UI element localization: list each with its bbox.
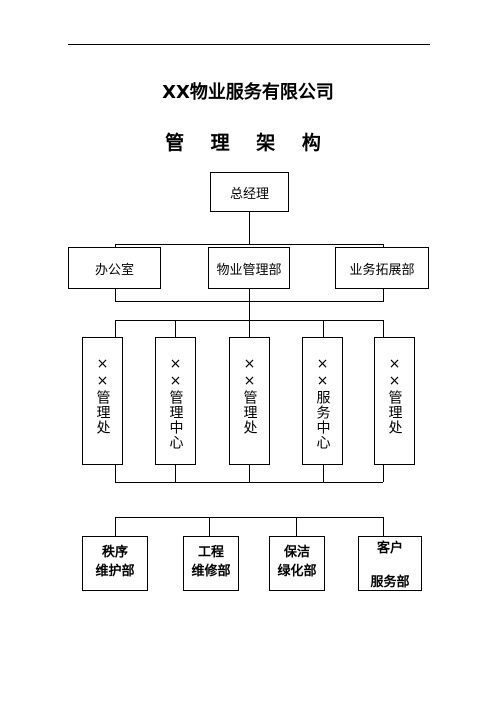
business-development-dept-label: 业务拓展部 — [349, 262, 415, 278]
connector-line — [383, 517, 384, 537]
service-center-box: ××服务中心 — [302, 337, 343, 465]
management-office-box-2: ××管理处 — [229, 337, 270, 465]
service-center-label: ××服务中心 — [314, 356, 331, 450]
connector-line — [115, 288, 116, 302]
cleaning-greening-line1: 保洁 — [283, 545, 310, 560]
connector-line — [383, 464, 384, 482]
connector-line — [249, 320, 250, 338]
engineering-maintenance-line1: 工程 — [197, 545, 224, 560]
connector-line — [115, 464, 116, 482]
cleaning-greening-dept-box: 保洁 绿化部 — [269, 536, 325, 591]
connector-line — [115, 244, 116, 248]
connector-line — [296, 517, 297, 537]
customer-service-dept-box: 客户 服务部 — [358, 536, 422, 591]
engineering-maintenance-line2: 维修部 — [191, 564, 231, 579]
cleaning-greening-line2: 绿化部 — [277, 564, 317, 579]
property-management-dept-box: 物业管理部 — [208, 247, 290, 289]
connector-line — [323, 320, 324, 338]
customer-service-line1: 客户 — [376, 541, 403, 556]
general-manager-label: 总经理 — [229, 186, 269, 202]
general-manager-box: 总经理 — [210, 172, 289, 212]
connector-line — [115, 320, 116, 338]
connector-line — [383, 320, 384, 338]
connector-line — [383, 288, 384, 302]
connector-line — [175, 464, 176, 482]
customer-service-line2: 服务部 — [370, 575, 410, 590]
property-management-dept-label: 物业管理部 — [216, 262, 282, 278]
order-maintenance-dept-box: 秩序 维护部 — [82, 536, 148, 591]
order-maintenance-line1: 秩序 — [101, 545, 128, 560]
office-box: 办公室 — [68, 247, 161, 289]
management-office-box-1: ××管理处 — [82, 337, 123, 465]
company-title: XX物业服务有限公司 — [162, 82, 334, 103]
connector-line — [115, 517, 383, 518]
connector-line — [209, 517, 210, 537]
connector-line — [249, 464, 250, 482]
connector-line — [249, 211, 250, 244]
management-center-box: ××管理中心 — [155, 337, 196, 465]
connector-line — [115, 244, 383, 245]
management-office-label-2: ××管理处 — [241, 356, 258, 435]
chart-title: 管 理 架 构 — [165, 132, 331, 154]
header-rule — [68, 44, 430, 45]
business-development-dept-box: 业务拓展部 — [335, 247, 429, 289]
connector-line — [323, 464, 324, 482]
connector-line — [115, 482, 383, 483]
connector-line — [383, 244, 384, 248]
connector-line — [175, 320, 176, 338]
management-office-label-1: ××管理处 — [94, 356, 111, 435]
management-center-label: ××管理中心 — [167, 356, 184, 450]
connector-line — [249, 288, 250, 320]
office-label: 办公室 — [94, 262, 134, 278]
connector-line — [115, 517, 116, 537]
order-maintenance-line2: 维护部 — [95, 564, 135, 579]
engineering-maintenance-dept-box: 工程 维修部 — [183, 536, 239, 591]
management-office-box-3: ××管理处 — [374, 337, 415, 465]
management-office-label-3: ××管理处 — [386, 356, 403, 435]
